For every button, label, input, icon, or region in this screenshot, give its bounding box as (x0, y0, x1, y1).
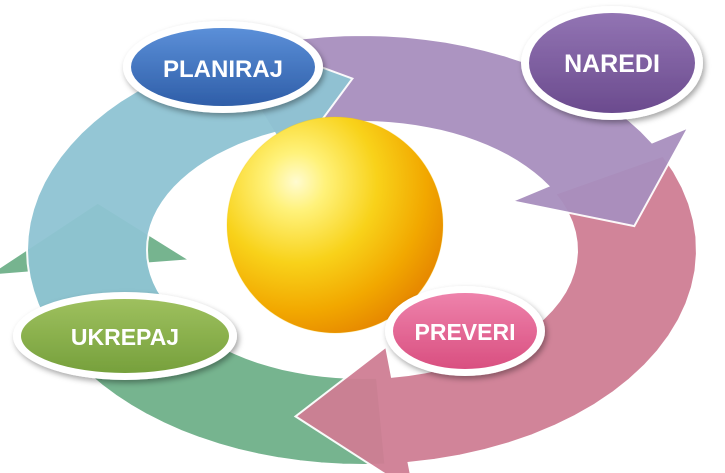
step-planiraj (123, 21, 323, 113)
center-sphere (226, 116, 444, 334)
step-label-preveri: PREVERI (415, 319, 516, 345)
step-label-ukrepaj: UKREPAJ (71, 324, 179, 350)
arrow-preveri (293, 154, 698, 473)
step-label-naredi: NAREDI (564, 50, 660, 78)
step-naredi (521, 6, 703, 120)
step-preveri (385, 286, 545, 376)
step-label-planiraj: PLANIRAJ (163, 56, 283, 83)
step-ukrepaj (13, 292, 237, 380)
